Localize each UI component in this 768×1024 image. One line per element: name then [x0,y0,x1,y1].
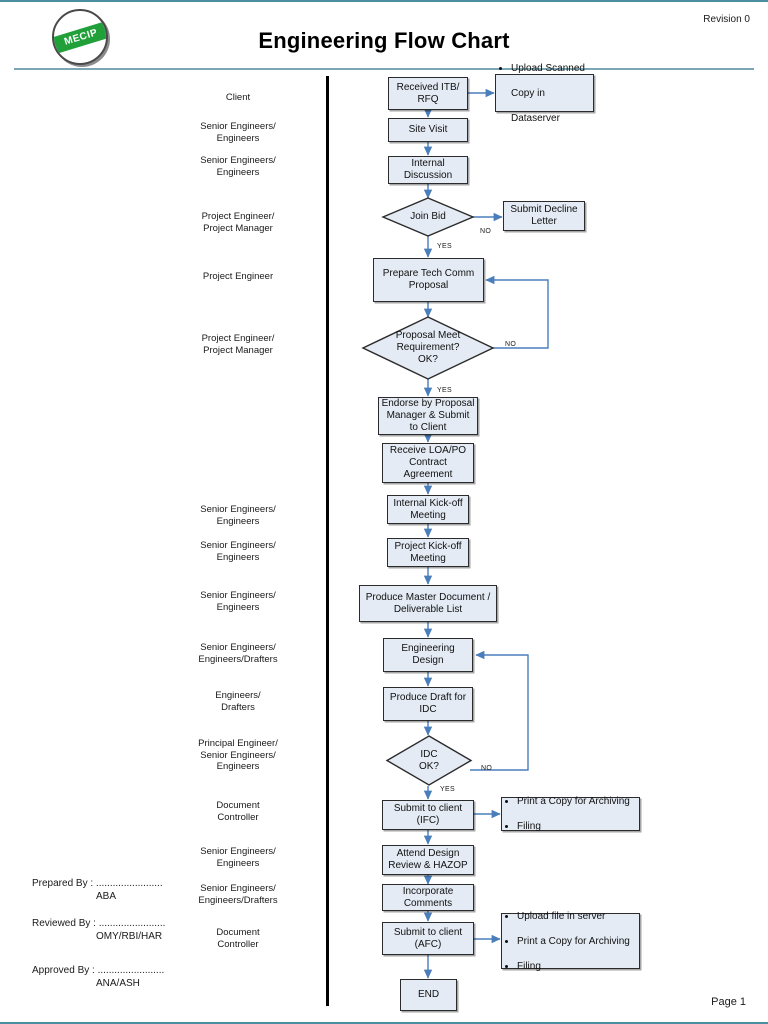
logo-ellipse: MECIP [52,9,108,65]
decision-join-bid-label: Join Bid [410,211,446,222]
node-afc-actions[interactable]: Upload file in server Print a Copy for A… [501,911,640,972]
decision-join-bid[interactable]: Join Bid [381,197,475,237]
page-number: Page 1 [711,996,746,1008]
node-receive-loa-po[interactable]: Receive LOA/PO Contract Agreement [382,443,474,483]
signature-reviewed-by-name: OMY/RBI/HAR [96,931,163,942]
signature-approved-by-label: Approved By : ........................ [32,965,165,976]
node-incorporate-comments[interactable]: Incorporate Comments [382,884,474,911]
node-internal-kickoff[interactable]: Internal Kick-off Meeting [387,495,469,524]
role-label-internal-kickoff: Senior Engineers/ Engineers [200,504,276,527]
swimlane-divider [326,76,329,1006]
list-item: Print a Copy for Archiving [517,935,630,948]
node-site-visit[interactable]: Site Visit [388,118,468,142]
list-item: Print a Copy for Archiving [517,795,630,808]
role-label-prepare-tech-comm: Project Engineer [202,271,274,282]
edge-label-proposal-no: NO [505,341,517,348]
role-label-attend-design-review: Senior Engineers/ Engineers [200,846,276,869]
node-internal-discussion[interactable]: Internal Discussion [388,156,468,184]
decision-idc-label: IDC OK? [418,748,439,772]
decision-proposal-label: Proposal Meet Requirement? OK? [395,330,461,365]
role-label-internal-discussion: Senior Engineers/ Engineers [200,155,276,178]
role-label-submit-afc: Document Controller [216,927,260,950]
node-submit-to-client-afc[interactable]: Submit to client (AFC) [382,922,474,955]
node-submit-to-client-ifc[interactable]: Submit to client (IFC) [382,800,474,830]
list-item: Copy in [511,87,545,99]
node-end[interactable]: END [400,979,457,1011]
page-top-rule [0,0,768,2]
signature-prepared-by-name: ABA [96,891,117,902]
ifc-actions-list: Print a Copy for Archiving Filing [508,783,630,845]
page-title: Engineering Flow Chart [258,28,510,53]
node-produce-draft-for-idc[interactable]: Produce Draft for IDC [383,687,473,721]
mecip-logo: MECIP [52,9,110,65]
decision-idc-ok[interactable]: IDC OK? [385,735,473,786]
role-label-master-document: Senior Engineers/ Engineers [200,590,276,613]
signature-approved-by-name: ANA/ASH [96,978,140,989]
node-received-itb[interactable]: Received ITB/ RFQ [388,77,468,110]
list-item: Dataserver [511,112,560,124]
list-item: Upload file in server [517,910,630,923]
edge-label-join-bid-yes: YES [437,243,452,250]
node-submit-decline-letter[interactable]: Submit Decline Letter [503,201,585,231]
role-label-proposal-meet-req: Project Engineer/ Project Manager [201,333,275,356]
decision-proposal-meet-requirement[interactable]: Proposal Meet Requirement? OK? [361,316,495,380]
role-label-submit-ifc: Document Controller [216,800,260,823]
signature-reviewed-by-label: Reviewed By : ........................ [32,918,166,929]
list-item: Filing [517,820,630,833]
page-header: MECIP Engineering Flow Chart Revision 0 [0,0,768,70]
edge-label-join-bid-no: NO [480,228,492,235]
node-produce-master-document[interactable]: Produce Master Document / Deliverable Li… [359,585,497,622]
role-label-client: Client [225,92,251,103]
node-attend-design-review[interactable]: Attend Design Review & HAZOP [382,845,474,875]
afc-actions-list: Upload file in server Print a Copy for A… [508,898,630,985]
edge-label-proposal-yes: YES [437,387,452,394]
node-prepare-tech-comm[interactable]: Prepare Tech Comm Proposal [373,258,484,302]
role-label-incorporate-comments: Senior Engineers/ Engineers/Drafters [198,883,278,906]
edge-label-idc-no: NO [481,765,493,772]
role-label-project-kickoff: Senior Engineers/ Engineers [200,540,276,563]
header-divider [14,68,754,70]
node-upload-scanned[interactable]: Upload Scanned Copy in Dataserver [495,63,594,124]
list-item: Upload Scanned [511,62,585,75]
role-label-produce-draft: Engineers/ Drafters [215,690,261,713]
role-label-site-visit: Senior Engineers/ Engineers [200,121,276,144]
edge-label-idc-yes: YES [440,786,455,793]
node-project-kickoff[interactable]: Project Kick-off Meeting [387,538,469,567]
page-bottom-rule [0,1022,768,1024]
role-label-join-bid: Project Engineer/ Project Manager [201,211,275,234]
node-ifc-actions[interactable]: Print a Copy for Archiving Filing [501,796,640,832]
revision-label: Revision 0 [703,14,750,25]
upload-scanned-list: Upload Scanned Copy in Dataserver [502,50,585,137]
list-item: Filing [517,960,630,973]
node-engineering-design[interactable]: Engineering Design [383,638,473,672]
role-label-engineering-design: Senior Engineers/ Engineers/Drafters [198,642,278,665]
node-endorse-by-proposal-manager[interactable]: Endorse by Proposal Manager & Submit to … [378,397,478,435]
signature-prepared-by-label: Prepared By : ........................ [32,878,163,889]
role-label-idc-ok: Principal Engineer/ Senior Engineers/ En… [198,738,278,772]
